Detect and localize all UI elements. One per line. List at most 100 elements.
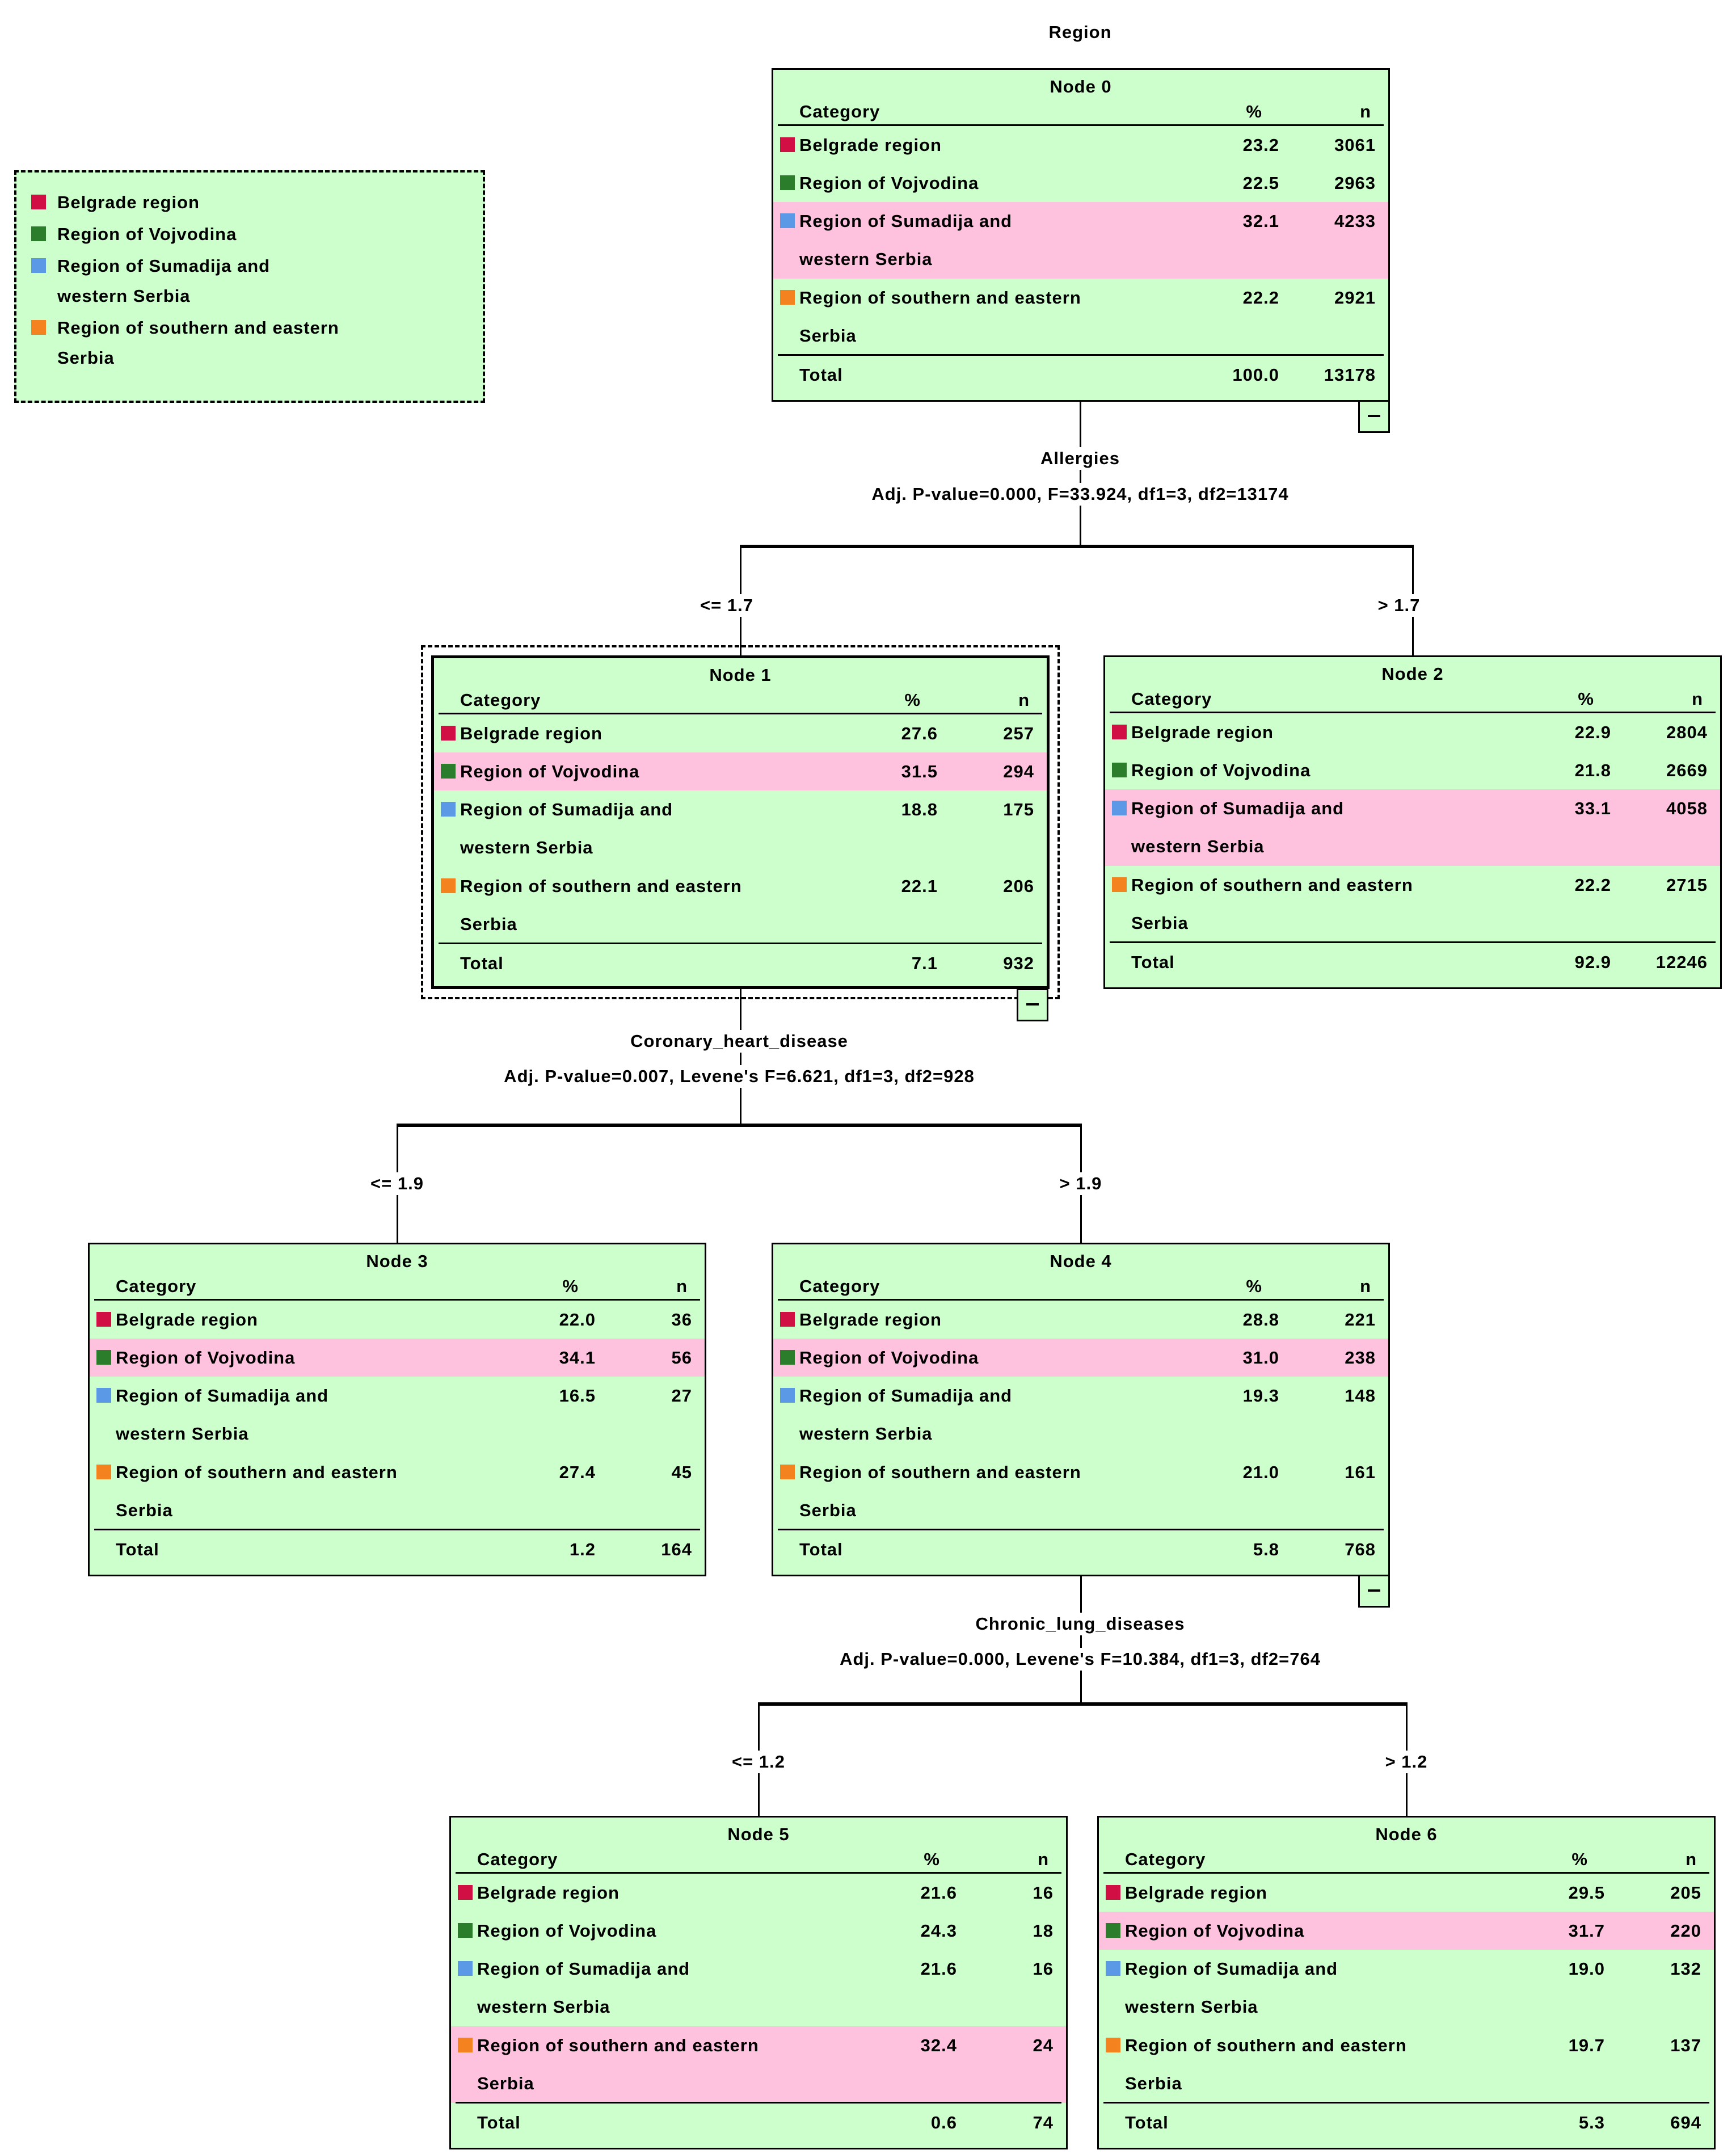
- tree-title: Region: [1048, 22, 1112, 42]
- category-label: Belgrade region: [460, 723, 602, 743]
- category-n: 2963: [1334, 173, 1376, 193]
- orange-category-marker-icon: [458, 2038, 473, 2052]
- split-value-right-1: > 1.7: [1371, 594, 1427, 617]
- category-label: Region of southern and eastern: [1131, 875, 1413, 895]
- category-percent: 19.7: [1568, 2035, 1605, 2055]
- column-header-category: Category: [1131, 689, 1212, 709]
- category-label: Region of Vojvodina: [799, 1348, 979, 1368]
- connector-stem-node4: [1080, 1576, 1082, 1704]
- category-n: 16: [1033, 1959, 1054, 1979]
- split-value-left-1: <= 1.7: [693, 594, 760, 617]
- category-n: 2921: [1334, 288, 1376, 308]
- category-n: 45: [671, 1462, 692, 1482]
- category-n: 27: [671, 1386, 692, 1406]
- category-label: Region of Vojvodina: [1131, 760, 1311, 780]
- category-n: 220: [1670, 1921, 1701, 1941]
- total-label: Total: [1131, 952, 1175, 972]
- total-divider: [1103, 2102, 1709, 2103]
- column-header-percent: %: [562, 1276, 579, 1296]
- category-percent: 21.6: [920, 1883, 957, 1903]
- category-n: 205: [1670, 1883, 1701, 1903]
- category-n: 294: [1003, 762, 1034, 781]
- collapse-button[interactable]: [1017, 988, 1048, 1021]
- blue-category-marker-icon: [31, 258, 46, 273]
- collapse-button[interactable]: [1358, 400, 1390, 433]
- split-value-right-2: > 1.9: [1052, 1172, 1109, 1195]
- category-n: 221: [1345, 1310, 1376, 1330]
- category-percent: 21.6: [920, 1959, 957, 1979]
- category-percent: 18.8: [901, 800, 938, 819]
- split-stats-chronic-lung: Adj. P-value=0.000, Levene's F=10.384, d…: [833, 1648, 1328, 1671]
- column-header-n: n: [676, 1276, 688, 1296]
- category-n: 238: [1345, 1348, 1376, 1368]
- category-label: Serbia: [799, 1500, 857, 1520]
- category-percent: 28.8: [1242, 1310, 1279, 1330]
- green-category-marker-icon: [31, 226, 46, 241]
- total-n: 768: [1345, 1539, 1376, 1559]
- green-category-marker-icon: [441, 764, 456, 779]
- orange-category-marker-icon: [1112, 877, 1127, 892]
- category-label: Serbia: [799, 326, 857, 346]
- column-header-percent: %: [1246, 102, 1262, 121]
- red-category-marker-icon: [96, 1312, 111, 1327]
- category-label: western Serbia: [460, 838, 593, 857]
- category-percent: 22.2: [1574, 875, 1611, 895]
- column-header-n: n: [1018, 690, 1030, 710]
- category-label: Region of southern and eastern: [1125, 2035, 1407, 2055]
- column-header-category: Category: [1125, 1849, 1206, 1869]
- category-n: 148: [1345, 1386, 1376, 1406]
- green-category-marker-icon: [1112, 763, 1127, 777]
- node-title: Node 2: [1381, 664, 1444, 684]
- category-label: Region of Sumadija and: [1125, 1959, 1338, 1979]
- category-row: Region of Sumadija and western Serbia 18.8…: [434, 790, 1047, 867]
- collapse-button[interactable]: [1358, 1575, 1390, 1608]
- column-header-n: n: [1686, 1849, 1697, 1869]
- category-label: Serbia: [1125, 2073, 1182, 2093]
- category-n: 132: [1670, 1959, 1701, 1979]
- category-percent: 27.4: [559, 1462, 596, 1482]
- legend-label-line: Region of Vojvodina: [57, 224, 237, 244]
- category-percent: 22.2: [1242, 288, 1279, 308]
- category-percent: 24.3: [920, 1921, 957, 1941]
- total-label: Total: [116, 1539, 159, 1559]
- category-percent: 22.9: [1574, 722, 1611, 742]
- column-header-percent: %: [904, 690, 921, 710]
- category-percent: 23.2: [1242, 135, 1279, 155]
- category-percent: 22.0: [559, 1310, 596, 1330]
- category-percent: 31.7: [1568, 1921, 1605, 1941]
- category-percent: 19.0: [1568, 1959, 1605, 1979]
- red-category-marker-icon: [31, 195, 46, 209]
- category-label: Region of Sumadija and: [116, 1386, 329, 1406]
- category-label: western Serbia: [799, 249, 933, 269]
- category-label: Region of Sumadija and: [460, 800, 673, 819]
- total-n: 694: [1670, 2113, 1701, 2132]
- column-header-category: Category: [799, 1276, 880, 1296]
- category-label: Region of southern and eastern: [460, 876, 742, 896]
- category-n: 206: [1003, 876, 1034, 896]
- column-header-percent: %: [1246, 1276, 1262, 1296]
- total-percent: 0.6: [930, 2113, 957, 2132]
- column-header-n: n: [1360, 102, 1371, 121]
- blue-category-marker-icon: [1106, 1961, 1120, 1976]
- column-header-category: Category: [116, 1276, 197, 1296]
- legend-item: Region of Vojvodina: [27, 219, 473, 249]
- total-percent: 1.2: [569, 1539, 596, 1559]
